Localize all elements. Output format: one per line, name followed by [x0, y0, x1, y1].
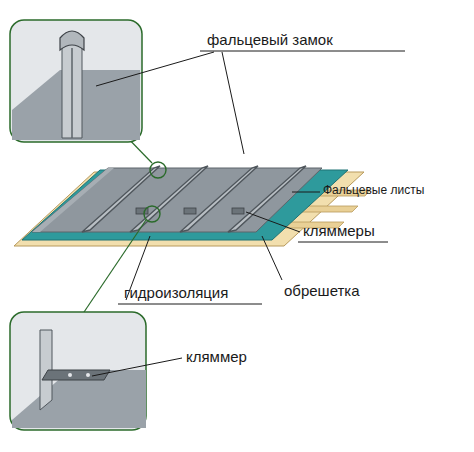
clamp-inset [10, 312, 146, 430]
part-label: кляммер [186, 348, 247, 365]
part-label: Фальцевые листы [323, 184, 424, 198]
part-label: гидроизоляция [124, 284, 228, 301]
zoom-circle [144, 206, 160, 222]
part-label: кляммеры [303, 222, 375, 239]
seam-inset [10, 20, 142, 142]
zoom-circle [150, 162, 166, 178]
part-label: фальцевый замок [207, 31, 333, 48]
seam-sheets [32, 166, 322, 232]
part-label: обрешетка [284, 282, 360, 299]
zoom-line [80, 220, 146, 318]
leader-lines [92, 51, 405, 376]
